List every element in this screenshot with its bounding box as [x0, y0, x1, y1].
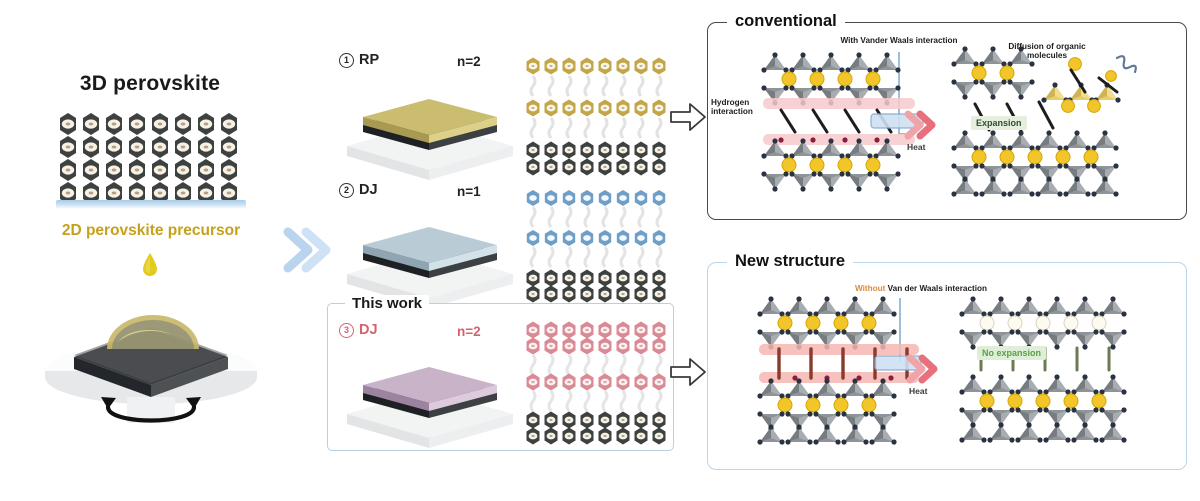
tag-expansion: Expansion — [971, 116, 1027, 130]
panel-title-new-structure: New structure — [727, 252, 854, 271]
lattice-3d-perovskite — [56, 112, 246, 204]
label-hydrogen-line2: interaction — [711, 107, 753, 117]
heat-arrow-icon-conventional — [904, 110, 937, 140]
label-vdw-rest: Van der Waals interaction — [887, 284, 987, 293]
middle-sample-column: 1 RP n=2 — [327, 0, 677, 501]
label-diffusion-of-organic-molecules: Diffusion of organic molecules — [991, 42, 1103, 61]
this-work-label: This work — [345, 295, 430, 312]
label-2d-perovskite-precursor: 2D perovskite precursor — [61, 222, 241, 239]
row-n-value-1: n=2 — [457, 54, 481, 69]
tag-no-expansion: No expansion — [977, 346, 1047, 360]
panel-title-conventional: conventional — [727, 12, 845, 31]
label-diffusion-line1: Diffusion of organic — [1008, 42, 1086, 51]
block-arrow-right-icon-bottom — [668, 355, 708, 389]
layer-stack-dj-n2 — [523, 320, 675, 445]
page-title-3d-perovskite: 3D perovskite — [79, 72, 221, 95]
row-index-2: 2 — [339, 183, 354, 198]
label-without-vdw: Without Van der Waals interaction — [811, 284, 1031, 293]
row-name-1: RP — [359, 52, 380, 68]
substrate-band — [56, 200, 246, 209]
left-process-column: 3D perovskite — [0, 0, 300, 501]
row-name-2: DJ — [359, 182, 378, 198]
heat-arrow-icon-new — [906, 354, 939, 384]
label-hydrogen-line1: Hydrogen — [711, 98, 750, 107]
row-label-dj-n1: 2 DJ — [339, 182, 378, 198]
label-without-prefix: Without — [854, 284, 886, 293]
chevron-blue-icon — [282, 218, 342, 282]
conventional-panel-content: With Vander Waals interaction — [707, 22, 1185, 218]
crystal-new-after — [959, 296, 1127, 443]
row-n-value-2: n=1 — [457, 184, 481, 199]
sample-slab-dj-n2 — [333, 340, 523, 448]
label-hydrogen-interaction: Hydrogen interaction — [711, 98, 767, 117]
label-heat-conventional: Heat — [907, 142, 926, 152]
label-diffusion-line2: molecules — [1026, 51, 1068, 61]
row-index-3: 3 — [339, 323, 354, 338]
crystal-conventional-after — [951, 46, 1137, 197]
row-name-3: DJ — [359, 322, 378, 338]
new-structure-panel-content: Without Van der Waals interaction — [707, 262, 1185, 468]
crystal-conventional-before — [761, 52, 924, 192]
row-n-value-3: n=2 — [457, 324, 481, 339]
droplet-icon — [141, 252, 159, 278]
label-with-vdw: With Vander Waals interaction — [840, 36, 958, 45]
spin-coater-icon — [22, 285, 280, 435]
row-label-dj-n2: 3 DJ — [339, 322, 378, 338]
row-label-rp: 1 RP — [339, 52, 379, 68]
row-index-1: 1 — [339, 53, 354, 68]
crystal-new-before — [757, 296, 922, 445]
layer-stack-rp — [523, 56, 675, 176]
label-heat-new: Heat — [909, 386, 928, 396]
sample-slab-rp — [333, 72, 523, 180]
layer-stack-dj-n1 — [523, 188, 675, 303]
block-arrow-right-icon-top — [668, 100, 708, 134]
sample-slab-dj-n1 — [333, 200, 523, 308]
